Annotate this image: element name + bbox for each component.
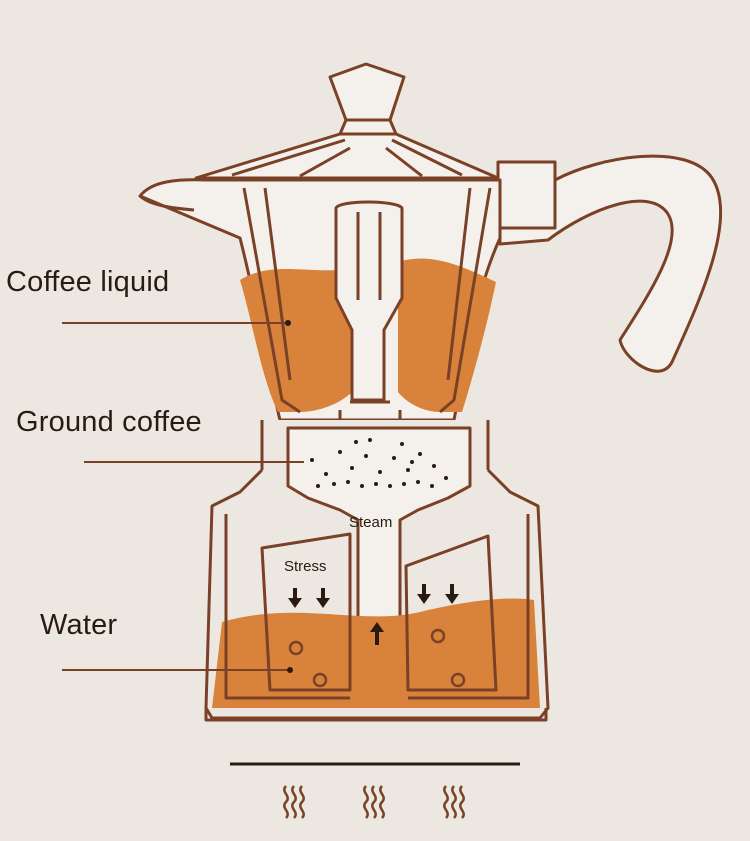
lower-chamber	[204, 468, 550, 720]
coffee-liquid-left	[240, 269, 352, 412]
lid-knob-base	[338, 118, 398, 136]
central-column	[334, 200, 404, 402]
water-label: Water	[40, 609, 118, 641]
lid-knob	[328, 62, 406, 122]
steam-arrow	[370, 622, 384, 645]
stress-arrows	[288, 584, 459, 608]
lid	[194, 132, 500, 180]
ground-coffee-label: Ground coffee	[16, 406, 202, 438]
bubbles	[288, 628, 466, 688]
ground-coffee	[310, 438, 448, 488]
coffee-liquid-right	[398, 258, 496, 412]
stress-label: Stress	[284, 558, 327, 575]
coffee-liquid-label: Coffee liquid	[6, 266, 170, 298]
callout-lines	[62, 322, 304, 671]
steam-label: Steam	[349, 514, 393, 531]
water	[212, 598, 540, 708]
handle-hinge	[496, 160, 557, 230]
heat-icon	[283, 785, 465, 819]
